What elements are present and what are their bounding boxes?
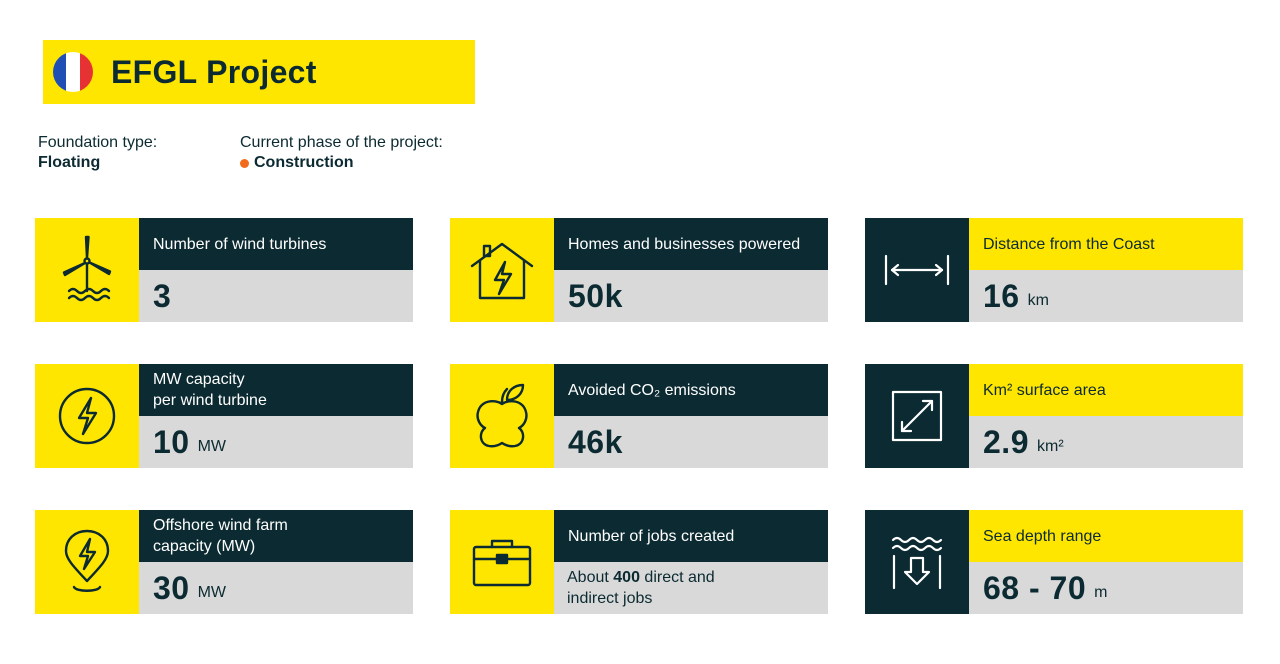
apple-leaf-icon [476,383,528,448]
card-sea-depth: Sea depth range 68 - 70 m [865,510,1243,614]
card-unit: MW [197,438,227,455]
card-label: Number of jobs created [554,510,828,562]
card-unit: km² [1036,438,1064,455]
card-farm-capacity: Offshore wind farm capacity (MW) 30 MW [35,510,413,614]
card-value: 2.9 [983,423,1029,460]
card-value: 68 - 70 [983,569,1087,606]
jobs-text-line2: indirect jobs [567,590,653,607]
card-unit: MW [197,584,227,601]
card-wind-turbines: Number of wind turbines 3 [35,218,413,322]
card-value: 50k [568,277,623,314]
card-unit: m [1094,584,1108,601]
card-value: 10 [153,423,190,460]
card-label-line2: per wind turbine [153,392,267,409]
card-unit: km [1027,292,1049,309]
foundation-type-value: Floating [38,154,101,171]
card-label-line1: Offshore wind farm [153,517,288,534]
card-value: 30 [153,569,190,606]
card-distance-coast: Distance from the Coast 16 km [865,218,1243,322]
wind-turbine-icon [62,235,112,302]
card-co2-avoided: Avoided CO₂ emissions 46k [450,364,828,468]
project-phase: Current phase of the project: Constructi… [240,133,443,173]
card-label: Sea depth range [969,510,1243,562]
card-value: 400 [613,569,640,586]
page-title: EFGL Project [111,53,317,90]
card-homes-powered: Homes and businesses powered 50k [450,218,828,322]
card-value: 46k [568,423,623,460]
diagonal-arrow-square-icon [891,390,943,442]
briefcase-icon [472,539,532,587]
card-value: 16 [983,277,1020,314]
project-phase-label: Current phase of the project: [240,134,443,151]
card-label: Homes and businesses powered [554,218,828,270]
card-label-line1: MW capacity [153,371,245,388]
card-surface-area: Km² surface area 2.9 km² [865,364,1243,468]
card-label: Distance from the Coast [969,218,1243,270]
card-label-line2: capacity (MW) [153,538,256,555]
jobs-text-prefix: About [567,569,614,586]
lightning-circle-icon [58,387,116,445]
jobs-text-suffix: direct and [639,569,715,586]
house-lightning-icon [470,242,534,300]
card-label: Avoided CO₂ emissions [554,364,828,416]
distance-arrow-icon [884,254,950,286]
project-header: EFGL Project [43,40,475,104]
france-flag-icon [53,52,93,92]
project-phase-value: Construction [254,154,354,171]
lightning-pin-icon [64,529,110,592]
status-dot [240,158,249,168]
foundation-type-label: Foundation type: [38,134,158,151]
card-jobs-created: Number of jobs created About 400 direct … [450,510,828,614]
card-label: Number of wind turbines [139,218,413,270]
card-value: 3 [153,277,172,314]
card-mw-per-turbine: MW capacity per wind turbine 10 MW [35,364,413,468]
foundation-type: Foundation type: Floating [38,133,157,173]
card-label: Km² surface area [969,364,1243,416]
sea-depth-icon [891,536,943,590]
